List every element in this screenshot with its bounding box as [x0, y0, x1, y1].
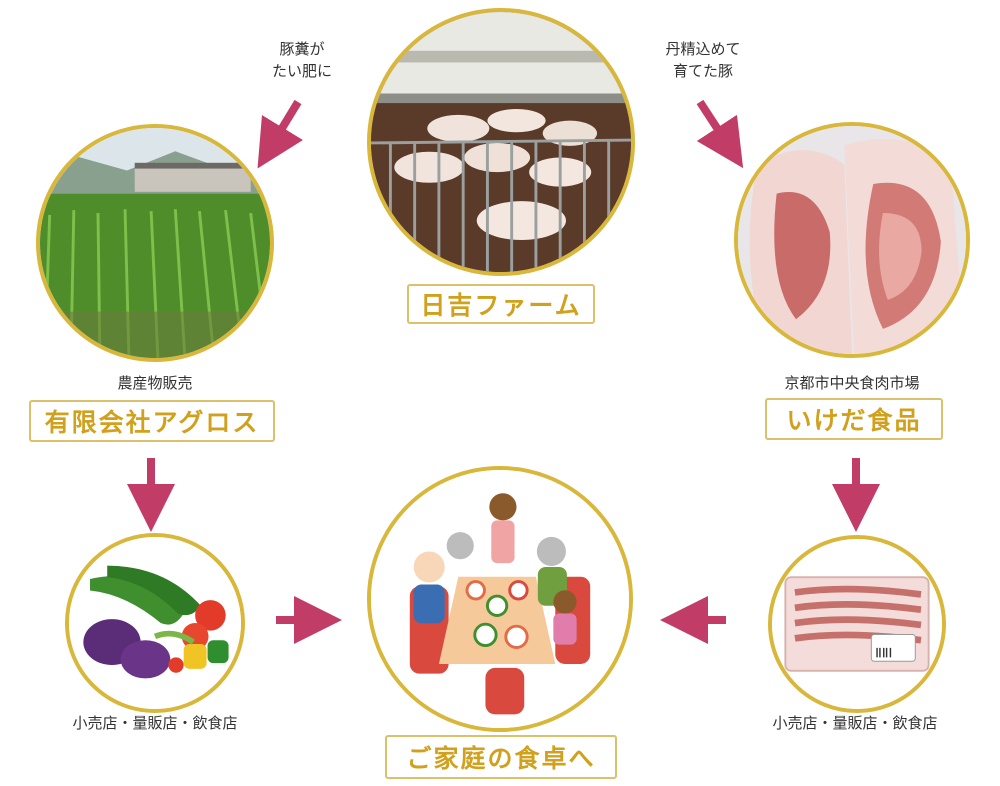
home-photo	[367, 466, 633, 732]
farm-label: 日吉ファーム	[407, 284, 595, 324]
pig-farm-photo	[371, 12, 631, 272]
ikeda-photo	[734, 122, 970, 358]
farm-photo	[367, 8, 635, 276]
agros-photo	[36, 124, 274, 362]
ikeda-label: いけだ食品	[765, 398, 943, 440]
family-dinner-illustration	[371, 470, 629, 728]
packaged-pork-illustration	[772, 539, 942, 709]
veg-retail-photo	[65, 533, 245, 713]
farm-to-ikeda-note-line2: 育てた豚	[672, 62, 733, 80]
farm-to-ikeda-note-line1: 丹精込めて	[665, 40, 741, 58]
farm-to-agros-note: 豚糞が たい肥に	[262, 38, 342, 82]
meat-retail-photo	[768, 535, 946, 713]
farm-to-ikeda-note: 丹精込めて 育てた豚	[648, 38, 758, 82]
meat-retail-caption: 小売店・量販店・飲食店	[772, 714, 938, 732]
pork-carcass-photo	[738, 126, 966, 354]
home-label: ご家庭の食卓へ	[385, 735, 617, 779]
farm-to-agros-note-line2: たい肥に	[271, 62, 332, 80]
agros-label: 有限会社アグロス	[29, 400, 275, 442]
agros-caption: 農産物販売	[117, 374, 193, 392]
veg-retail-caption: 小売店・量販店・飲食店	[72, 714, 238, 732]
ikeda-caption: 京都市中央食肉市場	[784, 374, 920, 392]
farm-to-agros-note-line1: 豚糞が	[279, 40, 325, 58]
vegetables-illustration	[69, 537, 241, 709]
corn-field-photo	[40, 128, 270, 358]
